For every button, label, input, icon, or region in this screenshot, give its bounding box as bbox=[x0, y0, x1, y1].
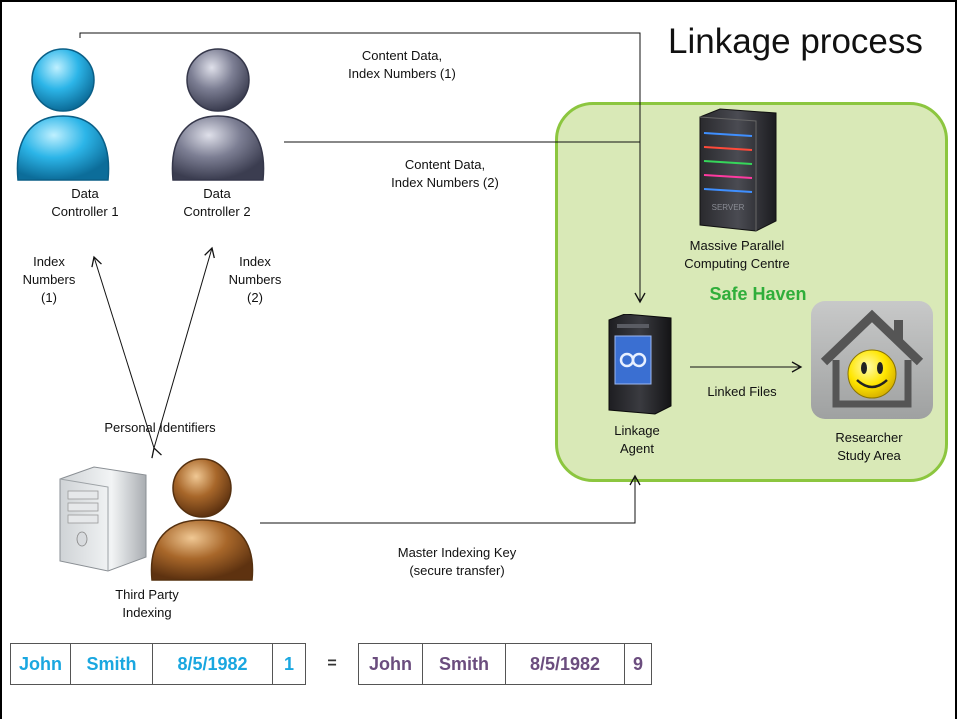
record-right-firstname: John bbox=[358, 643, 423, 685]
safe-haven-label: Safe Haven bbox=[709, 284, 807, 304]
server-rack-icon: SERVER bbox=[699, 108, 777, 232]
content-data-2-label: Content Data,Index Numbers (2) bbox=[391, 157, 499, 190]
data-controller-1-person-icon bbox=[16, 48, 110, 181]
record-right-dob: 8/5/1982 bbox=[505, 643, 625, 685]
content-data-1-label: Content Data,Index Numbers (1) bbox=[348, 48, 456, 81]
personal-identifiers-label: Personal Identifiers bbox=[104, 420, 216, 435]
server-brand-text: SERVER bbox=[712, 203, 745, 212]
equals-sign: = bbox=[327, 655, 337, 672]
master-indexing-key-label: Master Indexing Key(secure transfer) bbox=[397, 545, 517, 578]
record-right-index: 9 bbox=[624, 643, 652, 685]
index-numbers-2-arrow bbox=[153, 246, 215, 449]
index-numbers-1-arrow bbox=[91, 255, 162, 459]
record-left-firstname: John bbox=[10, 643, 71, 685]
record-left-dob: 8/5/1982 bbox=[152, 643, 273, 685]
data-controller-2-person-icon bbox=[171, 48, 265, 181]
linkage-agent-tower-icon bbox=[608, 314, 672, 415]
record-comparison: John Smith 8/5/1982 1 = John Smith 8/5/1… bbox=[10, 643, 652, 685]
third-party-person-icon bbox=[150, 458, 254, 581]
record-left-surname: Smith bbox=[70, 643, 153, 685]
content-flow-1-line bbox=[79, 32, 646, 304]
linked-files-label: Linked Files bbox=[707, 384, 777, 399]
researcher-house-icon bbox=[811, 301, 933, 419]
record-left-index: 1 bbox=[272, 643, 306, 685]
master-key-line bbox=[260, 474, 641, 524]
pc-tower-icon bbox=[59, 466, 147, 572]
record-right-surname: Smith bbox=[422, 643, 506, 685]
slide-title: Linkage process bbox=[668, 22, 923, 61]
